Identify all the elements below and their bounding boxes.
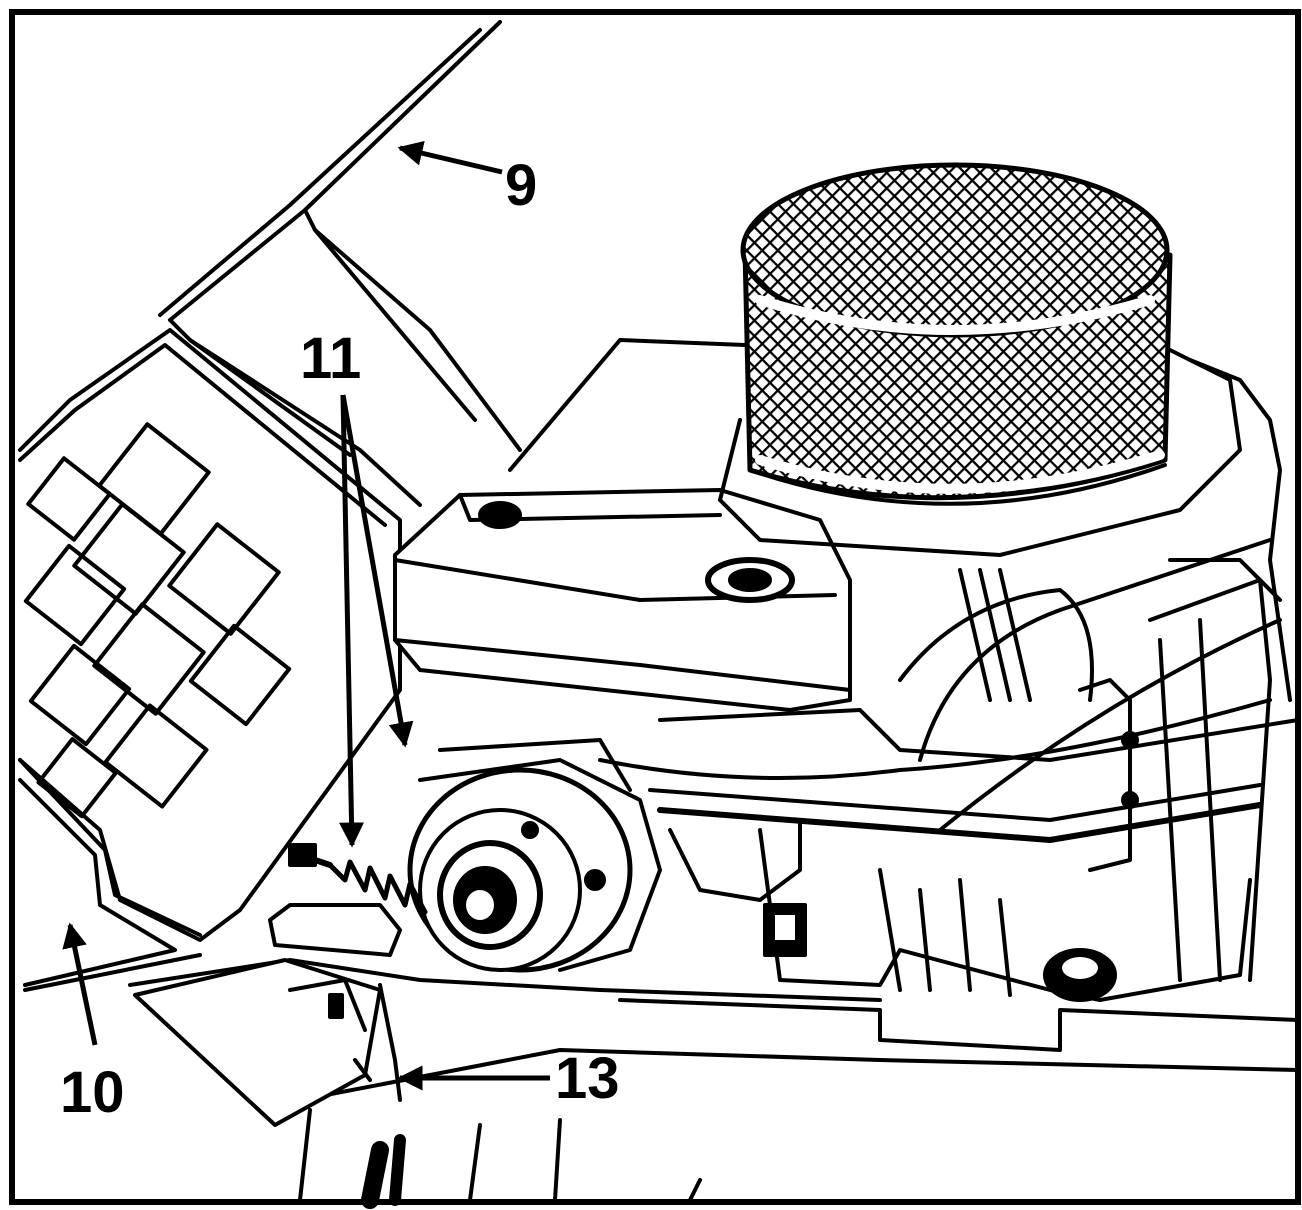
hood-panel (158, 20, 522, 507)
grille-panel (18, 328, 402, 987)
engine-block (598, 538, 1300, 1002)
leader-line-10 (62, 922, 98, 1046)
tension-spring (288, 843, 428, 915)
frame-rail (23, 953, 1300, 1209)
leader-line-11b (339, 394, 365, 848)
starter-pulley (407, 738, 662, 973)
callout-9: 9 (505, 153, 537, 218)
callout-10: 10 (60, 1060, 125, 1125)
muffler-box (393, 488, 852, 712)
air-cleaner (740, 162, 1173, 506)
hood-latch (133, 903, 402, 1127)
engine-shroud (508, 338, 1292, 702)
callout-11: 11 (300, 326, 361, 391)
leader-line-11a (340, 394, 414, 748)
callout-13: 13 (555, 1046, 620, 1111)
leader-line-9 (397, 140, 503, 175)
